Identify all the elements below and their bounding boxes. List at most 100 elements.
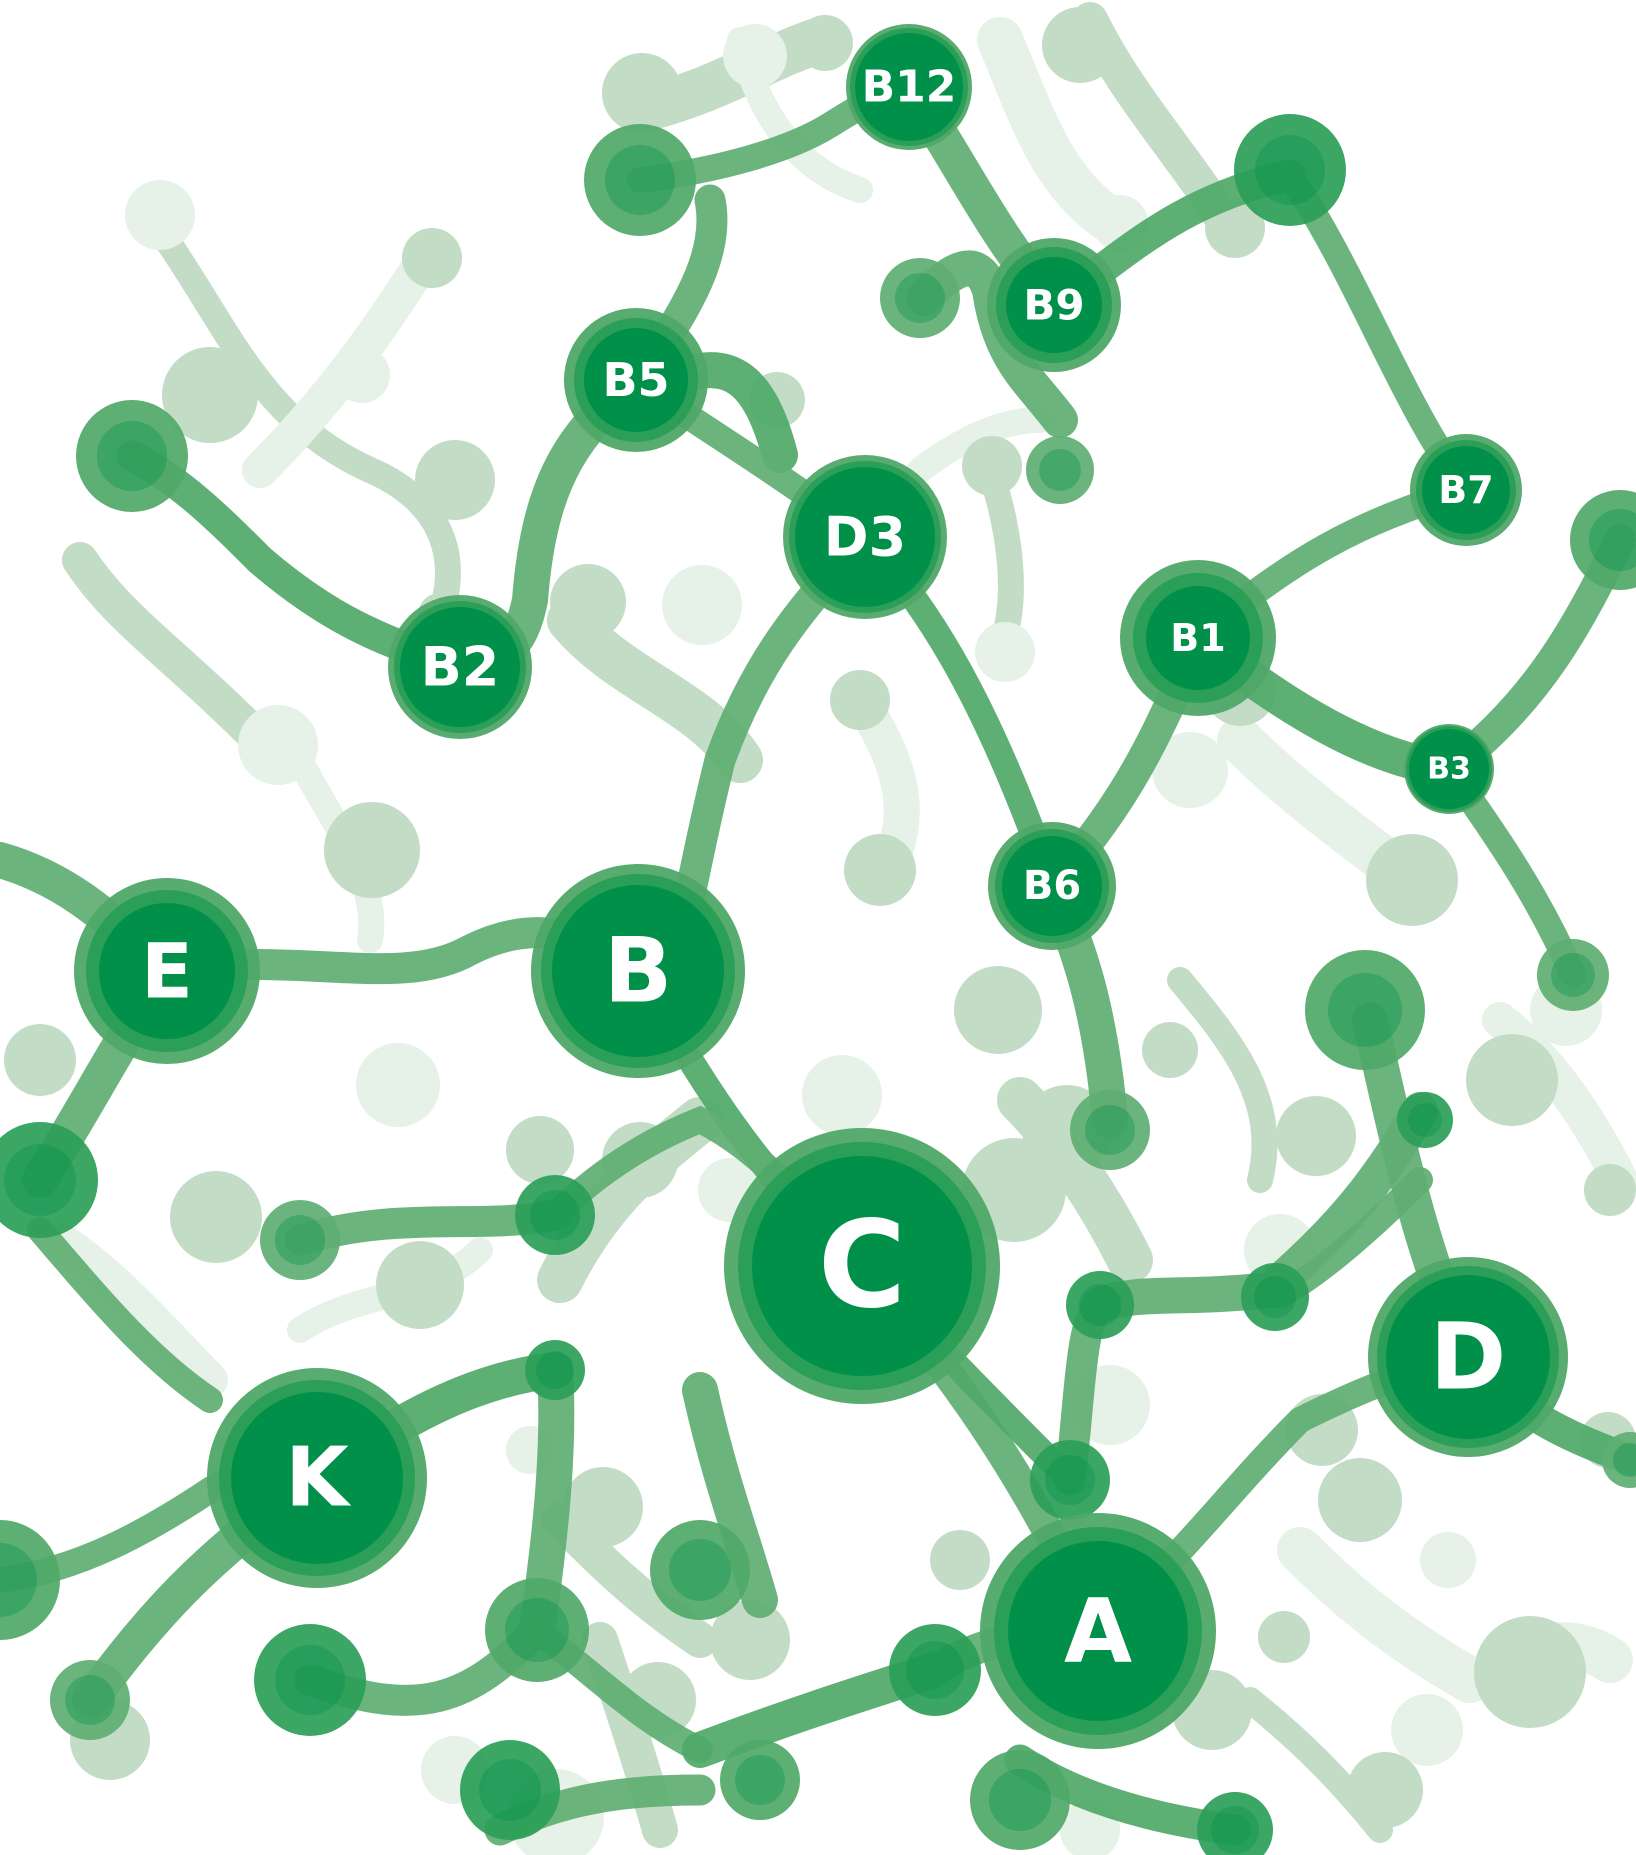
- faint-blob: [415, 440, 495, 520]
- vitamin-label-d: D: [1430, 1304, 1506, 1411]
- molecule-blob-core: [0, 1543, 37, 1617]
- faint-blob: [170, 1171, 262, 1263]
- molecule-blob-core: [605, 145, 675, 215]
- vitamin-core: [584, 328, 688, 432]
- vitamin-node-e: E: [74, 878, 260, 1064]
- molecule-blob-core: [1589, 509, 1636, 571]
- faint-blob: [402, 228, 462, 288]
- molecule-blob-core: [275, 1215, 325, 1265]
- molecule-link: [27, 1217, 223, 1413]
- vitamin-core: [1146, 586, 1250, 690]
- faint-link: [907, 407, 1053, 483]
- vitamin-core: [1008, 1541, 1188, 1721]
- vitamin-node-c: C: [724, 1128, 1000, 1404]
- molecule-blob-core: [1211, 1806, 1259, 1854]
- vitamin-label-k: K: [285, 1431, 352, 1526]
- vitamin-label-b6: B6: [1023, 863, 1081, 909]
- vitamin-label-b9: B9: [1023, 281, 1084, 330]
- molecule-blob: [1197, 1792, 1273, 1855]
- faint-blob: [1420, 1532, 1476, 1588]
- vitamin-node-b12: B12: [846, 24, 972, 150]
- faint-blob: [1366, 834, 1458, 926]
- vitamin-node-b6: B6: [988, 822, 1116, 950]
- molecule-blob-core: [1045, 1455, 1095, 1505]
- vitamin-core: [1386, 1275, 1550, 1439]
- vitamin-core: [1409, 729, 1489, 809]
- molecule-blob: [1030, 1440, 1110, 1520]
- molecule-blob: [254, 1624, 366, 1736]
- molecule-blob-core: [1254, 1276, 1296, 1318]
- vitamin-node-b1: B1: [1120, 560, 1276, 716]
- faint-blob: [1318, 1458, 1402, 1542]
- faint-blob: [162, 347, 258, 443]
- faint-blob: [797, 15, 853, 71]
- molecule-link: [682, 1372, 778, 1618]
- molecule-blob: [485, 1578, 589, 1682]
- vitamin-label-c: C: [818, 1197, 906, 1336]
- molecule-blob: [1026, 436, 1094, 504]
- faint-blob: [710, 1600, 790, 1680]
- molecule-blob-core: [989, 1769, 1051, 1831]
- molecule-blob: [1066, 1271, 1134, 1339]
- faint-link: [1277, 1527, 1493, 1703]
- molecule-blob-core: [505, 1598, 569, 1662]
- vitamin-node-d: D: [1368, 1257, 1568, 1457]
- faint-blob: [802, 1055, 882, 1135]
- molecule-blob-core: [735, 1755, 785, 1805]
- molecule-blob: [1537, 939, 1609, 1011]
- molecule-blob-core: [4, 1144, 76, 1216]
- vitamin-node-b7: B7: [1410, 434, 1522, 546]
- vitamin-node-b2: B2: [388, 595, 532, 739]
- faint-blob: [1391, 1694, 1463, 1766]
- vitamin-label-d3: D3: [824, 506, 906, 569]
- molecule-blob-core: [97, 421, 167, 491]
- faint-blob: [356, 1043, 440, 1127]
- faint-blob: [1584, 1164, 1636, 1216]
- vitamin-core: [855, 33, 963, 141]
- faint-blob: [954, 966, 1042, 1054]
- molecule-blob-core: [906, 1641, 964, 1699]
- molecule-blob-core: [1079, 1284, 1121, 1326]
- molecule-blob-core: [1039, 449, 1081, 491]
- molecule-blob: [720, 1740, 800, 1820]
- vitamin-label-b2: B2: [421, 636, 500, 699]
- vitamin-core: [1006, 257, 1102, 353]
- vitamin-node-k: K: [207, 1368, 427, 1588]
- molecule-blob: [0, 1122, 98, 1238]
- faint-blob: [1474, 1616, 1586, 1728]
- vitamin-node-b: B: [531, 864, 745, 1078]
- molecule-blob: [50, 1660, 130, 1740]
- faint-blob: [962, 436, 1022, 496]
- molecule-blob: [515, 1175, 595, 1255]
- faint-blob: [563, 1467, 643, 1547]
- faint-link: [147, 217, 461, 653]
- faint-blob: [550, 564, 626, 640]
- molecule-blob-core: [1085, 1105, 1135, 1155]
- molecule-blob-core: [1408, 1103, 1442, 1137]
- molecule-blob: [1070, 1090, 1150, 1170]
- vitamin-node-a: A: [980, 1513, 1216, 1749]
- faint-link: [1167, 967, 1278, 1193]
- vitamin-label-e: E: [141, 927, 193, 1016]
- molecule-blob: [889, 1624, 981, 1716]
- molecule-blob: [1602, 1432, 1636, 1488]
- faint-blob: [4, 1024, 76, 1096]
- molecule-blob-core: [479, 1759, 541, 1821]
- faint-blob: [1142, 1022, 1198, 1078]
- molecule-blob: [1241, 1263, 1309, 1331]
- faint-blob: [844, 834, 916, 906]
- faint-link: [62, 542, 278, 758]
- faint-blob: [830, 670, 890, 730]
- faint-blob: [1042, 7, 1118, 83]
- molecule-blobs: [0, 114, 1636, 1855]
- faint-blob: [125, 180, 195, 250]
- molecule-blob-core: [1255, 135, 1325, 205]
- vitamin-label-b3: B3: [1427, 752, 1471, 787]
- vitamin-core: [1002, 836, 1102, 936]
- molecule-blob: [0, 1520, 60, 1640]
- faint-blob: [376, 1241, 464, 1329]
- vitamin-node-b3: B3: [1404, 724, 1494, 814]
- faint-blob: [324, 802, 420, 898]
- molecule-blob: [76, 400, 188, 512]
